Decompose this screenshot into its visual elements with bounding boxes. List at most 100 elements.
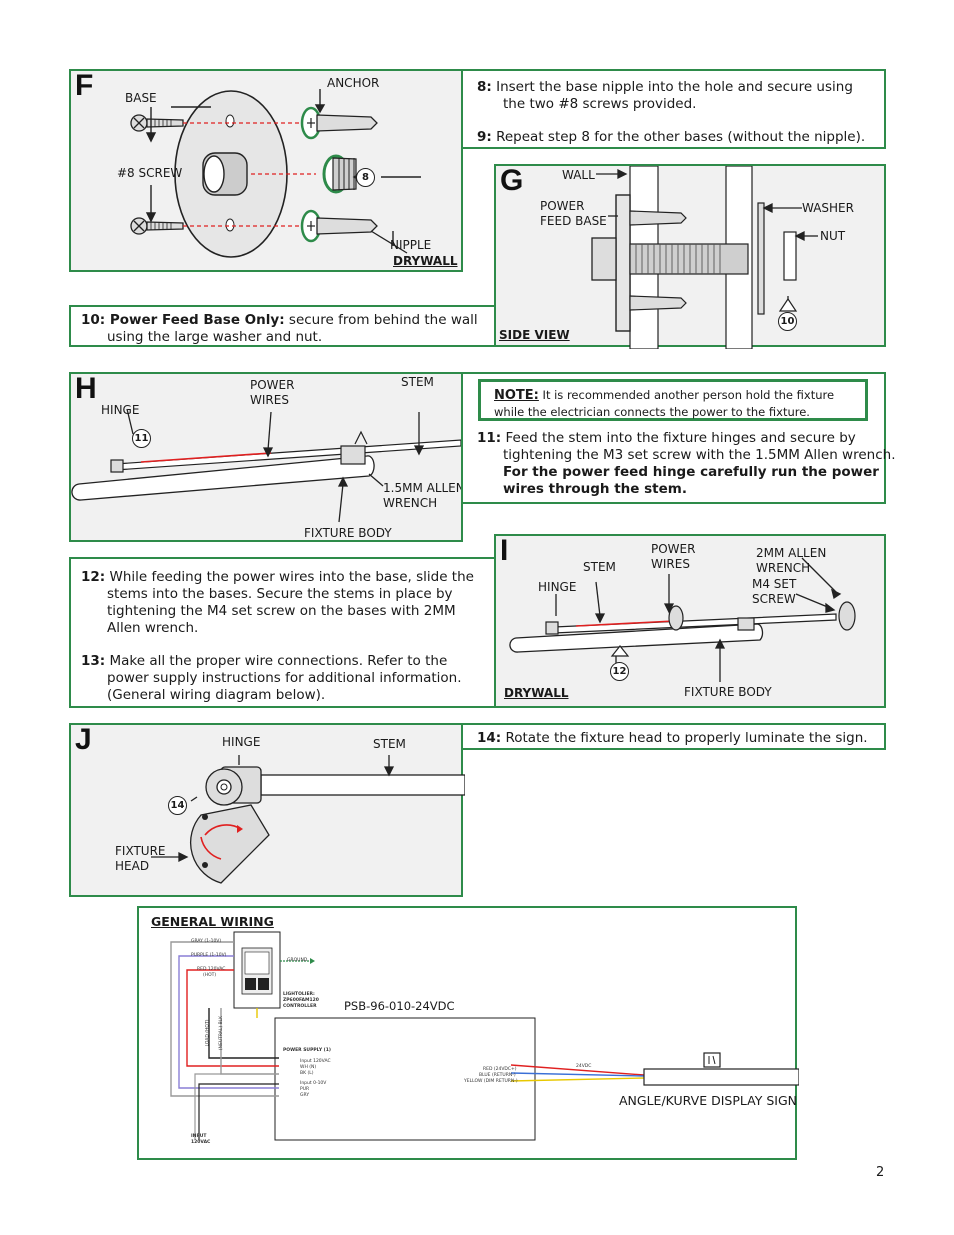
label-drywall: DRYWALL <box>393 254 458 268</box>
step-11-bold: For the power feed hinge carefully run t… <box>503 464 879 497</box>
label-fixture-head-1: FIXTURE <box>115 844 166 858</box>
step-14-box: 14: Rotate the fixture head to properly … <box>461 723 886 750</box>
neutral-label: (NEUTRAL) BLK <box>219 1015 225 1051</box>
step-14-body: Rotate the fixture head to properly lumi… <box>505 730 868 746</box>
controller-label-3: CONTROLLER <box>283 1004 317 1009</box>
wiring-title: GENERAL WIRING <box>151 914 274 929</box>
callout-12: 12 <box>610 662 629 681</box>
output-24vdc: 24VDC <box>576 1064 592 1069</box>
wire-ground-label: GROUND <box>287 958 308 963</box>
label-allen-2: WRENCH <box>383 496 438 510</box>
label-nipple: NIPPLE <box>390 238 432 252</box>
psu-input-3: BK (L) <box>300 1071 314 1076</box>
step-12-number: 12: <box>81 569 106 585</box>
label-stem-i: STEM <box>583 560 616 574</box>
step-14-text: 14: Rotate the fixture head to properly … <box>477 730 872 747</box>
psu-output-1: RED (24VDC+) <box>483 1067 517 1072</box>
page-number: 2 <box>876 1165 885 1180</box>
label-m4-2: SCREW <box>752 592 796 606</box>
label-fixture-body: FIXTURE BODY <box>304 526 392 540</box>
panel-j-illustration <box>151 755 465 884</box>
panel-h-letter: H <box>75 372 97 405</box>
label-power-wires-1: POWER <box>250 378 295 392</box>
panel-g: G WALL POWER FEED BASE WASHER NUT SIDE V… <box>494 164 886 349</box>
psu-input-5: PUR <box>300 1087 310 1092</box>
label-side-view: SIDE VIEW <box>499 328 570 342</box>
psu-output-3: YELLOW (DIM RETURN-) <box>464 1079 518 1084</box>
label-hinge-j: HINGE <box>222 735 261 749</box>
panel-j: J HINGE STEM FIXTURE HEAD 14 <box>69 723 465 897</box>
psu-output-2: BLUE (RETURN-) <box>479 1073 516 1078</box>
step-11-body: Feed the stem into the fixture hinges an… <box>503 430 896 463</box>
psu-input-4: Input 0-10V <box>300 1081 327 1086</box>
note-title: NOTE: <box>494 388 539 403</box>
panel-g-letter: G <box>500 164 524 197</box>
step-13-extra: (General wiring diagram below). <box>107 687 326 703</box>
panel-h: H HINGE POWER WIRES STEM 1.5MM ALLEN WRE… <box>69 372 465 542</box>
note-text: NOTE: It is recommended another person h… <box>494 387 859 421</box>
step-9-number: 9: <box>477 129 492 145</box>
label-fixture-head-2: HEAD <box>115 859 150 873</box>
step-11-box: NOTE: It is recommended another person h… <box>461 372 896 504</box>
step-9-text: Repeat step 8 for the other bases (witho… <box>496 129 866 145</box>
label-hinge: HINGE <box>101 403 140 417</box>
panel-f-illustration <box>130 89 421 258</box>
wire-hot-label: (HOT) <box>203 973 217 978</box>
load-hot-label: LOAD (HOT) <box>205 1019 211 1047</box>
panel-i: I HINGE STEM POWER WIRES 2MM ALLEN WRENC… <box>494 534 886 708</box>
step-10-title: 10: Power Feed Base Only: <box>81 312 285 328</box>
step-11-number: 11: <box>477 430 502 446</box>
label-allen-1: 1.5MM ALLEN <box>383 481 465 495</box>
label-8-screw: #8 SCREW <box>117 166 183 180</box>
step-8-9-box: 8: Insert the base nipple into the hole … <box>461 69 886 149</box>
step-13-body: Make all the proper wire connections. Re… <box>107 653 462 686</box>
label-power-wires-2: WIRES <box>250 393 289 407</box>
wire-purple-label: PURPLE (1-10V) <box>191 953 227 958</box>
wire-red-label: RED 120VAC <box>197 967 226 972</box>
label-fixture-body-i: FIXTURE BODY <box>684 685 772 699</box>
step-8-text: Insert the base nipple into the hole and… <box>496 79 853 112</box>
label-m4-1: M4 SET <box>752 577 797 591</box>
panel-j-letter: J <box>75 723 92 756</box>
callout-10: 10 <box>778 312 797 331</box>
panel-g-illustration <box>591 166 818 349</box>
controller-label-2: ZP600FAM120 <box>283 998 319 1003</box>
label-drywall-i: DRYWALL <box>504 686 569 700</box>
callout-8: 8 <box>356 168 375 187</box>
step-11-text: 11: Feed the stem into the fixture hinge… <box>477 430 898 498</box>
label-power-feed-1: POWER <box>540 199 585 213</box>
label-nut: NUT <box>820 229 846 243</box>
step-10-box: 10: Power Feed Base Only: secure from be… <box>69 305 496 347</box>
label-base: BASE <box>125 91 157 105</box>
step-10-body: secure from behind the wall using the la… <box>107 312 478 345</box>
step-12-13-text: 12: While feeding the power wires into t… <box>81 569 476 704</box>
callout-11: 11 <box>132 429 151 448</box>
label-washer: WASHER <box>802 201 854 215</box>
step-14-number: 14: <box>477 730 502 746</box>
panel-i-letter: I <box>500 534 509 567</box>
step-13-number: 13: <box>81 653 106 669</box>
psu-title: POWER SUPPLY (1) <box>283 1048 331 1053</box>
label-allen-i-2: WRENCH <box>756 561 811 575</box>
controller-label-1: LIGHTOLIER: <box>283 992 315 997</box>
panel-f-letter: F <box>75 69 94 102</box>
wire-gray-label: GRAY (1-10V) <box>191 939 222 944</box>
step-8-9-text: 8: Insert the base nipple into the hole … <box>477 79 872 146</box>
psu-input-2: WH (N) <box>300 1065 317 1070</box>
step-8-number: 8: <box>477 79 492 95</box>
panel-f: F <box>69 69 463 272</box>
label-anchor: ANCHOR <box>327 76 380 90</box>
callout-14: 14 <box>168 796 187 815</box>
input-label-1: INPUT <box>191 1134 207 1139</box>
psu-model: PSB-96-010-24VDC <box>344 999 455 1013</box>
step-12-body: While feeding the power wires into the b… <box>107 569 474 636</box>
label-stem: STEM <box>401 375 434 389</box>
label-stem-j: STEM <box>373 737 406 751</box>
sign-label: ANGLE/KURVE DISPLAY SIGN <box>619 1093 797 1108</box>
label-power-wires-i-1: POWER <box>651 542 696 556</box>
panel-h-illustration <box>71 408 462 523</box>
wiring-diagram <box>170 931 799 1141</box>
note-body: It is recommended another person hold th… <box>494 388 835 419</box>
label-allen-i-1: 2MM ALLEN <box>756 546 827 560</box>
label-wall: WALL <box>562 168 595 182</box>
